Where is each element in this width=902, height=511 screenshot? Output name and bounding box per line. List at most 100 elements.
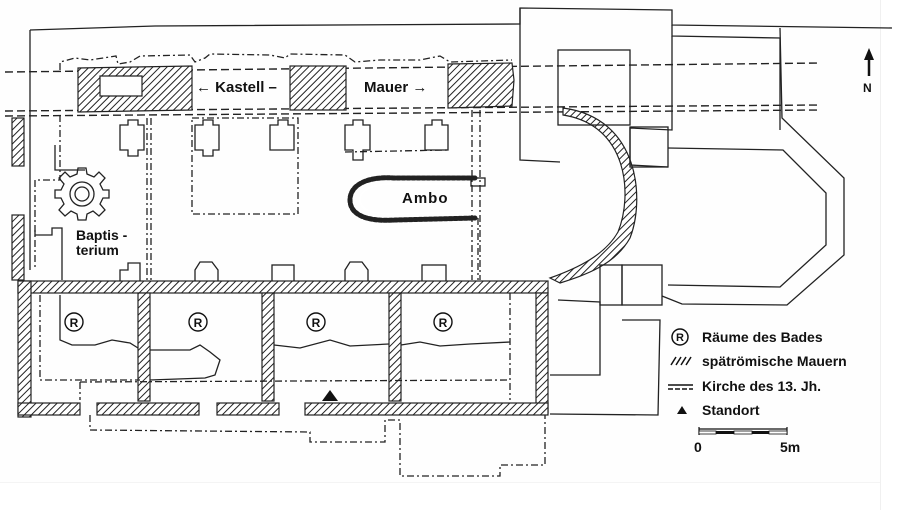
bath-walls (17, 280, 549, 418)
north-wall-outline (59, 53, 513, 70)
label-mauer: Mauer → (364, 79, 427, 96)
chancel-outer (661, 27, 845, 306)
dashed-line-swatch-icon (668, 384, 693, 390)
ambo (347, 175, 486, 280)
pier (424, 119, 449, 151)
kastell-block-2 (289, 65, 347, 111)
scale-start-label: 0 (694, 439, 702, 455)
west-inner-outline (34, 115, 61, 270)
page-margin-right (880, 0, 902, 510)
scale-segment (768, 430, 788, 435)
kastell-block-1 (77, 65, 193, 113)
legend-label-standort: Standort (702, 402, 760, 418)
room-marker: R (64, 312, 84, 332)
nave-outlines (146, 110, 481, 280)
legend-item-church: Kirche des 13. Jh. (668, 378, 821, 394)
pier (344, 119, 371, 161)
circled-r-icon (671, 328, 689, 346)
south-church-outline (89, 415, 546, 477)
chancel-inner (667, 147, 827, 288)
bath-wall (388, 292, 402, 402)
room-outline (273, 339, 390, 349)
label-baptisterium-1: Baptis - (76, 227, 128, 243)
room-markers: R R R R (64, 312, 453, 332)
east-box (621, 264, 663, 306)
svg-text:R: R (439, 316, 448, 330)
outline-top (29, 7, 893, 31)
room-outline (39, 295, 140, 381)
annex-outline (549, 319, 661, 416)
label-kastell: ← Kastell – (196, 79, 277, 96)
room-outline (400, 341, 511, 347)
room-marker: R (188, 312, 208, 332)
room-marker: R (433, 312, 453, 332)
scale-bar: 0 5m (694, 427, 800, 455)
bath-south-wall (96, 402, 200, 416)
east-structures (519, 8, 845, 416)
bath-south-wall (216, 402, 280, 416)
annex-outline (550, 299, 601, 376)
west-wall (11, 115, 85, 281)
legend-label-church: Kirche des 13. Jh. (702, 378, 821, 394)
nave-rect (191, 117, 299, 215)
ambo-inner-gap (358, 183, 476, 216)
scale-segment (698, 430, 717, 435)
legend-item-standort: Standort (677, 402, 760, 418)
bath-wall (137, 292, 151, 402)
page-margin-bottom (0, 482, 880, 511)
scale-segment (733, 430, 753, 435)
room-marker: R (306, 312, 326, 332)
hatch-swatch-icon (670, 356, 692, 366)
bath-south-wall (17, 402, 81, 416)
tower-outline (519, 8, 561, 163)
north-arrow-icon (864, 48, 874, 76)
bath-south-wall (304, 402, 549, 416)
east-box (599, 264, 623, 306)
scale-segment (752, 431, 769, 434)
west-wall-block (11, 117, 25, 167)
legend-label-roman-walls: spätrömische Mauern (702, 353, 847, 369)
baptisterium (54, 167, 110, 221)
svg-text:R: R (676, 332, 684, 344)
south-outline (89, 415, 546, 477)
svg-text:R: R (70, 316, 79, 330)
bath-wall (261, 292, 275, 402)
nave-line (344, 149, 449, 153)
east-outline (671, 25, 781, 130)
triangle-icon (677, 406, 687, 414)
triangle-marker-icon (322, 390, 338, 401)
west-inner-outline (34, 227, 63, 280)
west-inner-outline (54, 145, 85, 171)
pier (194, 119, 220, 157)
baptisterium-outline (54, 167, 110, 221)
scale-end-label: 5m (780, 439, 800, 455)
kastell-line-3 (4, 109, 821, 117)
pier (269, 119, 295, 151)
svg-text:R: R (194, 316, 203, 330)
legend-label-baths: Räume des Bades (702, 329, 823, 345)
east-outline (629, 36, 673, 168)
label-baptisterium-2: terium (76, 242, 119, 258)
bath-room-outlines (39, 293, 511, 400)
bath-west-wall (17, 280, 32, 418)
legend: R Räume des Bades spätrömische Mauern Ki… (668, 328, 847, 455)
baptisterium-ring (69, 181, 95, 207)
scale-segment (716, 431, 734, 434)
room-outline (79, 379, 511, 383)
legend-item-baths: R Räume des Bades (671, 328, 823, 346)
outer-outline (29, 7, 893, 270)
west-wall-block (11, 214, 25, 281)
baptisterium-font (74, 186, 90, 202)
ambo-step (470, 177, 486, 187)
room-outline (149, 344, 221, 381)
room-outline (59, 295, 139, 349)
pier (119, 119, 145, 157)
legend-item-roman-walls: spätrömische Mauern (670, 353, 847, 369)
ambo-outer-stones (347, 175, 478, 223)
svg-text:R: R (312, 316, 321, 330)
bath-north-wall (17, 280, 549, 294)
east-box (629, 126, 669, 168)
bath-east-wall (535, 292, 549, 414)
kastell-wall-blocks (77, 62, 515, 113)
